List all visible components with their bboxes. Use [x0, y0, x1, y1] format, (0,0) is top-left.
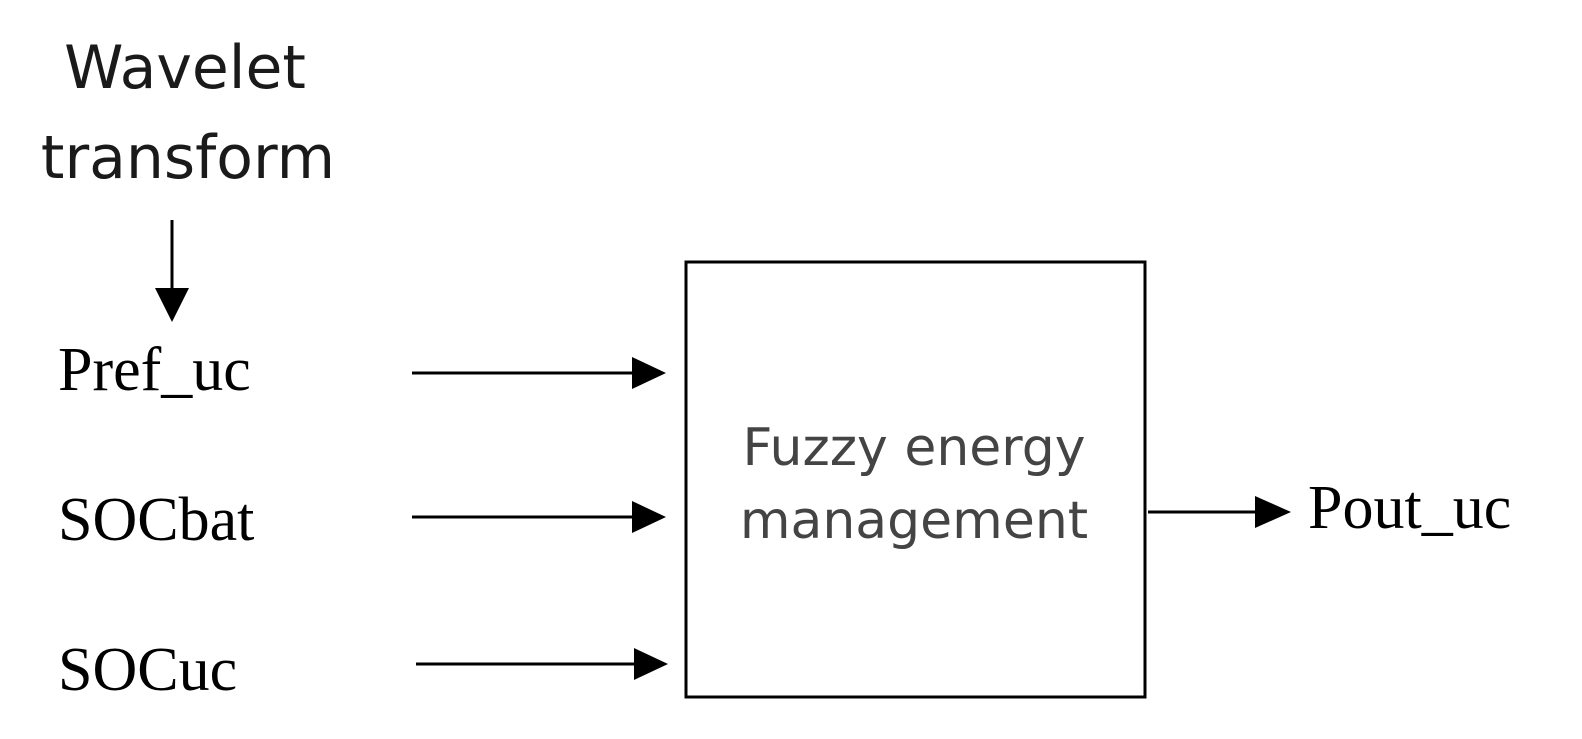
- wavelet-label-line1: Wavelet: [64, 33, 306, 103]
- wavelet-down-arrow: [155, 220, 189, 322]
- input-arrow-pref-uc: [412, 357, 666, 389]
- wavelet-label-line2: transform: [41, 123, 335, 193]
- input-arrow-socbat: [412, 501, 666, 533]
- output-arrow: [1148, 496, 1291, 528]
- fuzzy-energy-management-block: [684, 260, 1147, 699]
- input-label-socuc: SOCuc: [58, 636, 237, 704]
- block-label-line1: Fuzzy energy: [742, 418, 1085, 478]
- input-label-socbat: SOCbat: [58, 486, 254, 554]
- input-label-pref-uc: Pref_uc: [58, 336, 251, 404]
- input-arrow-socuc: [416, 648, 668, 680]
- output-label-pout-uc: Pout_uc: [1308, 474, 1511, 542]
- block-label-line2: management: [740, 491, 1088, 551]
